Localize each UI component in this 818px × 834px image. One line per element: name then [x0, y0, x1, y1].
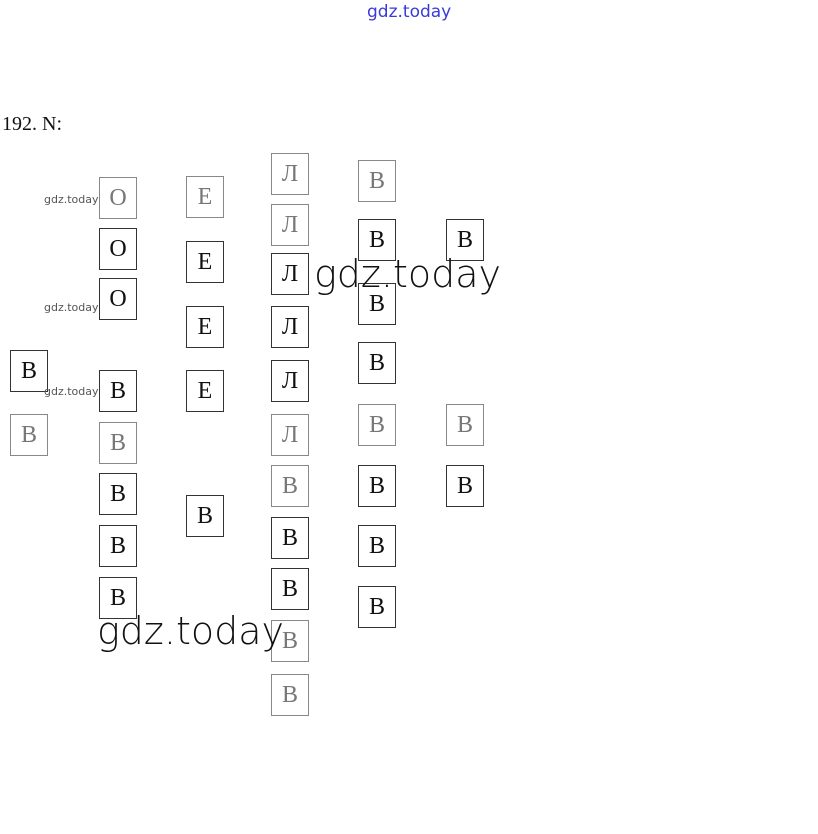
- letter-box: Е: [186, 241, 224, 283]
- watermark-big: gdz.today: [314, 252, 501, 296]
- letter-box: Е: [186, 370, 224, 412]
- letter-box: В: [358, 586, 396, 628]
- letter-box: В: [271, 465, 309, 507]
- letter-box: Е: [186, 176, 224, 218]
- letter-box: В: [358, 525, 396, 567]
- letter-box: О: [99, 228, 137, 270]
- letter-box: Л: [271, 360, 309, 402]
- letter-box: В: [358, 160, 396, 202]
- letter-box: В: [99, 577, 137, 619]
- watermark-small: gdz.today: [44, 193, 99, 206]
- letter-box: О: [99, 278, 137, 320]
- letter-box: В: [446, 404, 484, 446]
- letter-box: В: [358, 404, 396, 446]
- letter-box: В: [358, 342, 396, 384]
- letter-box: В: [10, 414, 48, 456]
- letter-box: В: [446, 219, 484, 261]
- letter-box: В: [358, 465, 396, 507]
- letter-box: В: [446, 465, 484, 507]
- letter-box: Л: [271, 153, 309, 195]
- watermark-small: gdz.today: [44, 301, 99, 314]
- letter-box: Л: [271, 306, 309, 348]
- letter-box: Е: [186, 306, 224, 348]
- letter-box: В: [358, 283, 396, 325]
- exercise-title: 192. N:: [2, 113, 62, 135]
- letter-box: В: [99, 525, 137, 567]
- watermark-top: gdz.today: [367, 2, 452, 22]
- letter-box: В: [186, 495, 224, 537]
- letter-box: Л: [271, 414, 309, 456]
- letter-box: В: [99, 473, 137, 515]
- letter-box: Л: [271, 253, 309, 295]
- letter-box: В: [271, 674, 309, 716]
- watermark-big: gdz.today: [97, 609, 284, 653]
- letter-box: В: [271, 620, 309, 662]
- letter-box: В: [99, 422, 137, 464]
- letter-box: О: [99, 177, 137, 219]
- letter-box: В: [358, 219, 396, 261]
- watermark-small: gdz.today: [44, 385, 99, 398]
- letter-box: В: [99, 370, 137, 412]
- letter-box: В: [271, 517, 309, 559]
- letter-box: Л: [271, 204, 309, 246]
- letter-box: В: [271, 568, 309, 610]
- letter-box: В: [10, 350, 48, 392]
